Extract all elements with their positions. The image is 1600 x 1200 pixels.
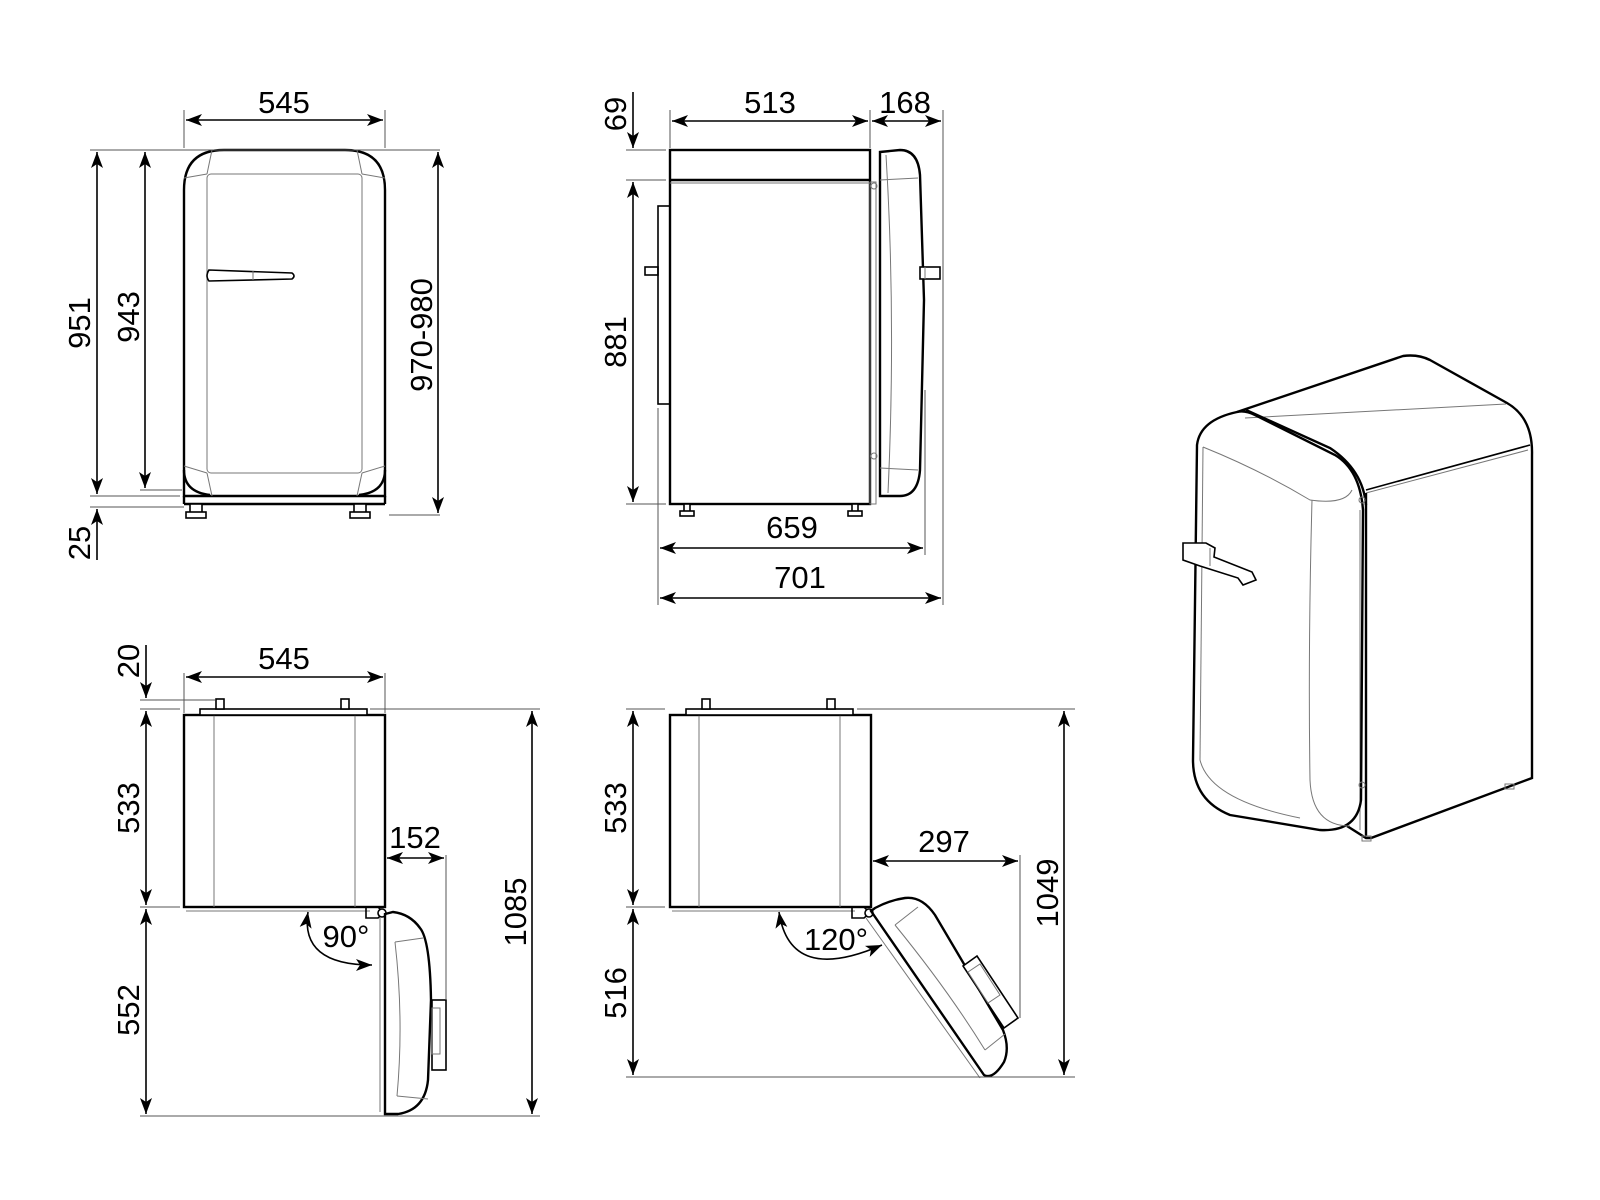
isometric-fridge-icon: [1182, 354, 1534, 842]
front-view: 545 951 943 970-980 25: [62, 85, 444, 560]
side-depth-body-label: 513: [744, 85, 796, 120]
top120-angle-label: 120°: [804, 922, 868, 957]
top90-depth-label: 533: [111, 782, 146, 834]
top90-angle-label: 90°: [323, 919, 370, 954]
front-feet-label: 25: [62, 526, 97, 560]
top120-depth-label: 533: [598, 782, 633, 834]
top-view-120: 533 516 1049 297 120°: [598, 698, 1075, 1079]
top90-total-depth-label: 1085: [498, 878, 533, 947]
side-depth-total-label: 701: [774, 560, 826, 595]
top90-width-label: 545: [258, 641, 310, 676]
side-depth-with-door-label: 659: [766, 510, 818, 545]
top90-door-projection-label: 152: [389, 820, 441, 855]
top120-door-projection-label: 297: [918, 824, 970, 859]
top90-rear-gap-label: 20: [111, 644, 146, 678]
front-width-label: 545: [258, 85, 310, 120]
top120-swing-depth-label: 516: [598, 967, 633, 1019]
top-view-90: 545 20 533 552 1085 152 90°: [111, 641, 540, 1117]
side-view: 513 168 69 881 659 701: [598, 85, 944, 605]
front-height-total-label: 970-980: [404, 278, 439, 392]
side-top-offset-label: 69: [598, 97, 633, 131]
isometric-handle-icon: [1182, 542, 1258, 586]
front-height-943-label: 943: [111, 291, 146, 343]
side-door-depth-label: 168: [879, 85, 931, 120]
side-height-label: 881: [598, 316, 633, 368]
front-handle-icon: [206, 269, 295, 282]
top120-fridge-body: [668, 698, 1020, 1079]
front-fridge-body: [182, 148, 387, 519]
top90-fridge-body: [182, 698, 447, 1116]
top120-total-depth-label: 1049: [1030, 859, 1065, 928]
side-fridge-body: [644, 148, 941, 517]
isometric-view: [1182, 354, 1534, 842]
top90-swing-depth-label: 552: [111, 984, 146, 1036]
front-height-951-label: 951: [62, 297, 97, 349]
